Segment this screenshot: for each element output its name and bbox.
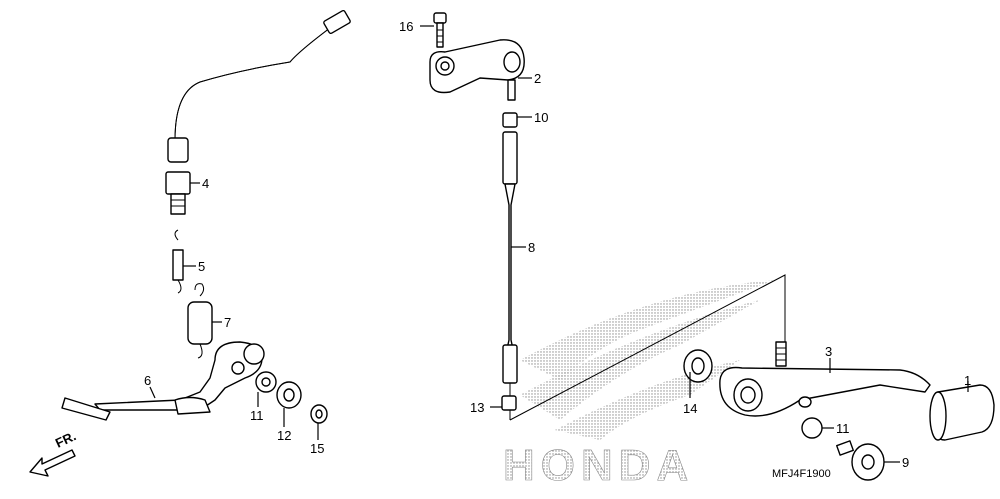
explode-guide-right: [509, 274, 786, 421]
callout-3: 3: [825, 344, 832, 359]
direction-label: FR.: [53, 428, 78, 450]
shift-pedal-3: [719, 366, 931, 417]
callout-10: 10: [534, 110, 548, 125]
front-direction-arrow: FR.: [29, 428, 78, 477]
brake-switch-4: [165, 9, 351, 215]
wing-stripe-2: [520, 300, 760, 420]
spring-7: [187, 283, 213, 359]
leader-lines: [149, 25, 969, 463]
callout-1: 1: [964, 373, 971, 388]
pivot-stud: [775, 341, 787, 367]
callout-14: 14: [683, 401, 697, 416]
callout-12: 12: [277, 428, 291, 443]
spring-5: [172, 229, 184, 294]
washer-11-right: [801, 417, 823, 439]
callout-15: 15: [310, 441, 324, 456]
callout-7: 7: [224, 315, 231, 330]
wing-stripe-1: [520, 280, 775, 380]
callout-5: 5: [198, 259, 205, 274]
callout-9: 9: [902, 455, 909, 470]
nut-10: [502, 112, 518, 128]
washer-12: [276, 381, 302, 409]
diagram-code: MFJ4F1900: [772, 468, 831, 480]
pivot-bolt-9: [836, 440, 885, 481]
clip-15: [310, 404, 328, 424]
callout-6: 6: [144, 373, 151, 388]
callout-8: 8: [528, 240, 535, 255]
pedal-rubber-1: [929, 384, 995, 441]
callout-4: 4: [202, 176, 209, 191]
nut-13: [501, 395, 517, 411]
callout-11-left: 11: [250, 408, 264, 423]
callout-16: 16: [399, 19, 413, 34]
bolt-16: [433, 12, 447, 48]
shift-arm-2: [429, 39, 525, 101]
washer-14: [683, 349, 713, 383]
washer-11-left: [255, 371, 277, 393]
tie-rod-8: [502, 131, 518, 384]
callout-2: 2: [534, 71, 541, 86]
callout-11-right: 11: [836, 421, 850, 436]
callout-13: 13: [470, 400, 484, 415]
watermark-text: HONDA: [503, 441, 694, 490]
brake-pedal-6: [61, 341, 265, 421]
